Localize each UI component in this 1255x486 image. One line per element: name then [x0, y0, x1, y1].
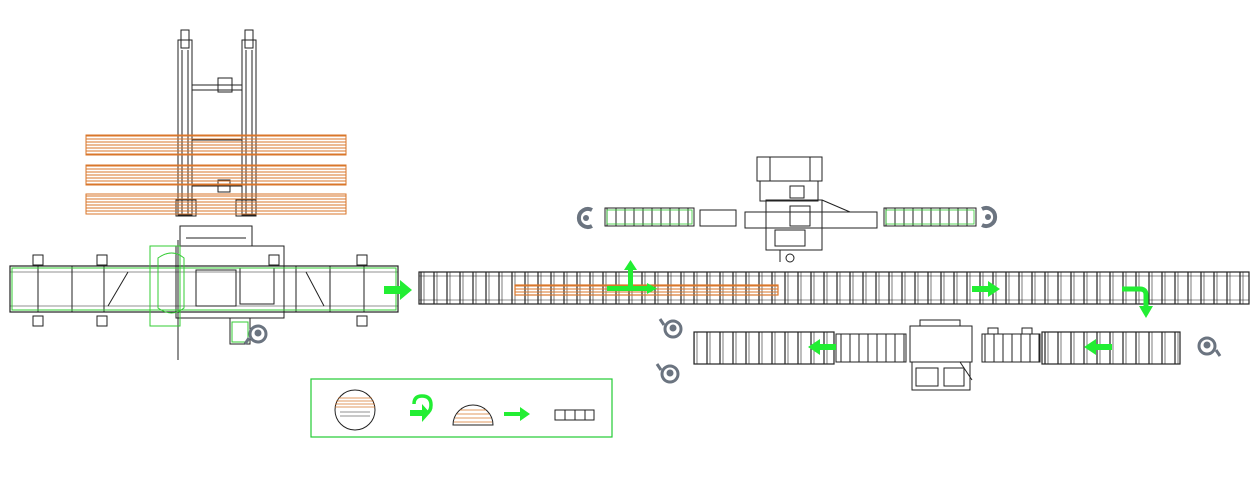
rotate-arrow-icon: [410, 394, 433, 422]
half-log-icon: [452, 404, 494, 426]
operator-seat-icon: [655, 363, 680, 384]
log-cross-section-icon: [334, 389, 376, 431]
return-conveyor: [693, 331, 1181, 365]
right-arrow-icon: [972, 281, 1000, 297]
headrig-conveyor: [9, 225, 399, 360]
right-arrow-icon: [384, 280, 412, 300]
rotate-arrow-icon: [981, 206, 998, 228]
resaw-machine: [699, 156, 878, 263]
rotate-arrow-icon: [576, 207, 593, 229]
log-deck: [85, 29, 347, 217]
right-arrow-icon: [504, 407, 530, 421]
left-arrow-icon: [1084, 339, 1112, 355]
up-right-arrow-icon: [607, 260, 657, 294]
resaw-infeed-table: [604, 207, 695, 227]
left-arrow-icon: [808, 339, 836, 355]
boards-icon: [554, 409, 595, 421]
resaw-outfeed-table: [883, 207, 977, 227]
process-legend: [310, 378, 613, 438]
operator-seat-icon: [658, 318, 683, 339]
headrig-green-outline: [11, 245, 397, 343]
operator-seat-icon: [243, 324, 268, 345]
turn-arrow-icon: [1122, 286, 1153, 318]
timber-stack: [85, 134, 347, 215]
edger-machine: [909, 319, 1033, 391]
operator-seat-icon: [1197, 336, 1222, 357]
